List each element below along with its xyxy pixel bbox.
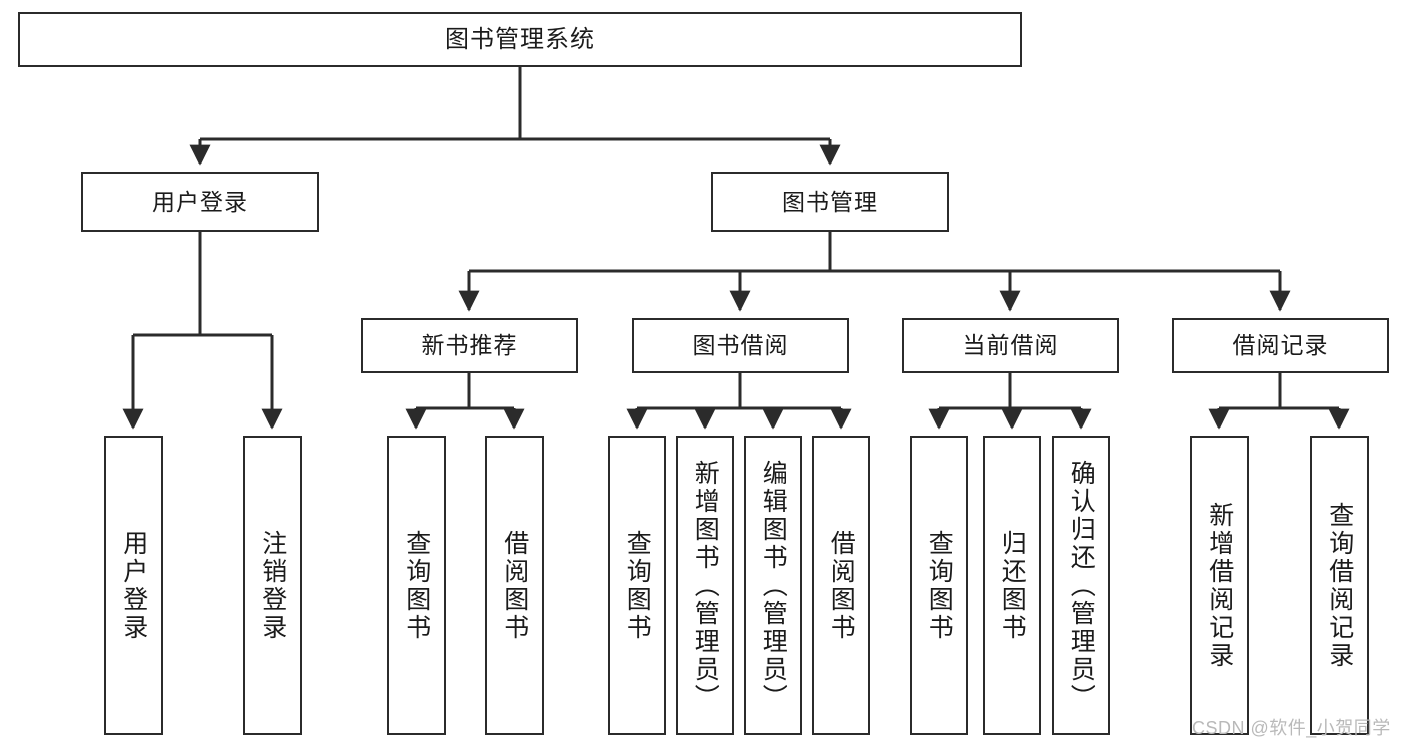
node-leaf-query-book-2[interactable]: 查询图书 [608,436,666,735]
node-label: 归还图书 [998,529,1027,642]
node-leaf-user-logout[interactable]: 注销登录 [243,436,302,735]
node-label: 图书管理系统 [445,25,595,53]
node-label: 注销登录 [258,529,287,642]
node-leaf-query-record[interactable]: 查询借阅记录 [1310,436,1369,735]
node-leaf-user-login[interactable]: 用户登录 [104,436,163,735]
node-label: 查询图书 [402,529,431,642]
node-leaf-return-book[interactable]: 归还图书 [983,436,1041,735]
node-label: 新增图书（管理员） [691,459,720,712]
node-leaf-add-record[interactable]: 新增借阅记录 [1190,436,1249,735]
node-label: 借阅图书 [827,529,856,642]
node-label: 查询图书 [925,529,954,642]
node-leaf-query-book-1[interactable]: 查询图书 [387,436,446,735]
node-new-book-recommend[interactable]: 新书推荐 [361,318,578,373]
node-leaf-confirm-return[interactable]: 确认归还（管理员） [1052,436,1110,735]
node-label: 用户登录 [119,529,148,642]
node-leaf-add-book[interactable]: 新增图书（管理员） [676,436,734,735]
node-leaf-borrow-book-1[interactable]: 借阅图书 [485,436,544,735]
node-label: 借阅图书 [500,529,529,642]
node-book-manage[interactable]: 图书管理 [711,172,949,232]
node-label: 当前借阅 [962,332,1059,359]
node-label: 用户登录 [152,188,248,215]
node-label: 图书借阅 [692,332,789,359]
node-label: 新增借阅记录 [1205,501,1234,670]
node-leaf-edit-book[interactable]: 编辑图书（管理员） [744,436,802,735]
node-label: 查询借阅记录 [1325,501,1354,670]
node-label: 借阅记录 [1232,332,1329,359]
node-label: 图书管理 [782,188,878,215]
node-leaf-borrow-book-2[interactable]: 借阅图书 [812,436,870,735]
node-root-system[interactable]: 图书管理系统 [18,12,1022,67]
node-borrow-record[interactable]: 借阅记录 [1172,318,1389,373]
node-label: 查询图书 [623,529,652,642]
node-user-login[interactable]: 用户登录 [81,172,319,232]
node-label: 确认归还（管理员） [1067,459,1096,712]
node-label: 编辑图书（管理员） [759,459,788,712]
node-leaf-query-book-3[interactable]: 查询图书 [910,436,968,735]
node-current-borrow[interactable]: 当前借阅 [902,318,1119,373]
csdn-watermark: CSDN @软件_小贺同学 [1192,718,1391,738]
node-book-borrow[interactable]: 图书借阅 [632,318,849,373]
node-label: 新书推荐 [421,332,518,359]
